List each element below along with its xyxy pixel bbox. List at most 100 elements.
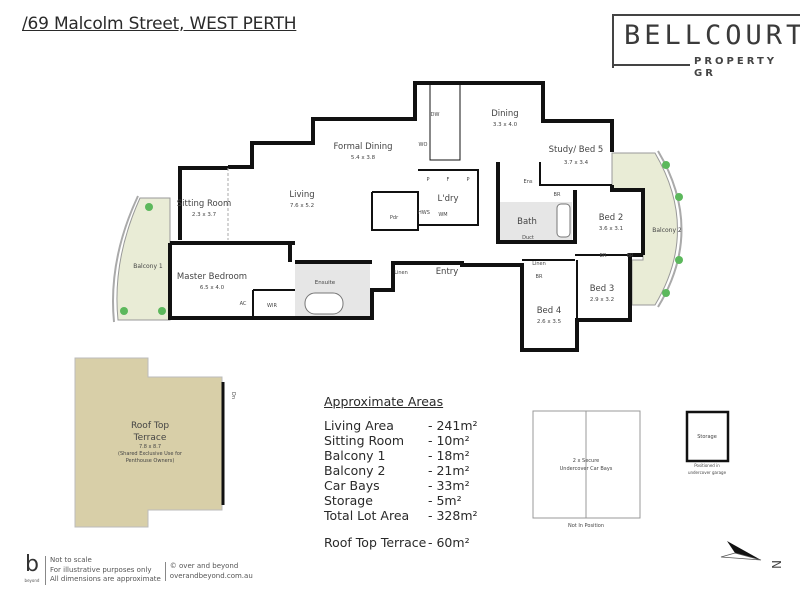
room-bed-3-dims: 2.9 x 3.2 (590, 297, 614, 303)
room-laundry: L'dry (438, 194, 459, 204)
area-row-roof: Roof Top Terrace- 60m² (324, 535, 478, 550)
area-row: Storage - 5m² (324, 493, 478, 508)
credits: © over and beyond overandbeyond.com.au (164, 562, 253, 581)
room-sitting-dims: 2.3 x 3.7 (192, 212, 217, 218)
label-br: BR (600, 253, 607, 259)
balcony-2-rail (657, 150, 683, 308)
storage-label: Storage (697, 434, 717, 440)
label-linen-2: Linen (532, 261, 546, 267)
area-label: Roof Top Terrace (324, 535, 427, 550)
area-value: - 5m² (428, 493, 462, 508)
label-wir: WIR (267, 303, 277, 309)
area-label: Total Lot Area (324, 508, 410, 523)
plant-icon (145, 203, 153, 211)
plant-icon (120, 307, 128, 315)
page-title: /69 Malcolm Street, WEST PERTH (22, 14, 297, 34)
beyond-logo: b beyond (22, 552, 42, 584)
area-row: Balcony 1 - 18m² (324, 448, 478, 463)
approximate-areas: Approximate Areas Living Area - 241m² Sit… (324, 394, 478, 550)
area-value: - 33m² (428, 478, 470, 493)
plant-icons (120, 161, 683, 315)
label-ac: AC (240, 301, 247, 307)
label-hws: HWS (418, 210, 430, 216)
logo-underline (612, 64, 690, 66)
room-bath: Bath (517, 217, 537, 227)
area-label: Storage (324, 493, 373, 508)
room-formal-dining-dims: 5.4 x 3.8 (351, 155, 376, 161)
plant-icon (662, 161, 670, 169)
storage-box (685, 410, 730, 463)
area-value: - 328m² (428, 508, 478, 523)
room-master-bedroom-dims: 6.5 x 4.0 (200, 285, 225, 291)
room-balcony-2: Balcony 2 (652, 227, 682, 234)
area-row: Living Area - 241m² (324, 418, 478, 433)
balcony-1-rail (112, 195, 139, 323)
beyond-logo-letter: b (25, 552, 39, 577)
area-label: Car Bays (324, 478, 380, 493)
north-arrow-icon (727, 541, 761, 560)
roof-terrace-area (74, 357, 223, 528)
plant-icon (675, 256, 683, 264)
roof-terrace-title-2: Terrace (133, 433, 167, 443)
label-linen: Linen (394, 270, 408, 276)
room-bed-3: Bed 3 (590, 284, 615, 294)
label-p: P (466, 177, 469, 183)
label-p: P (426, 177, 429, 183)
area-label: Living Area (324, 418, 394, 433)
area-value: - 10m² (428, 433, 470, 448)
room-study: Study/ Bed 5 (549, 145, 604, 155)
disclaimer-line: For illustrative purposes only (50, 565, 152, 574)
roof-terrace-dims: 7.8 x 8.7 (139, 444, 161, 450)
room-study-dims: 3.7 x 3.4 (564, 160, 589, 166)
room-dining-dims: 3.3 x 4.0 (493, 122, 518, 128)
room-dining: Dining (491, 109, 518, 119)
bathtub-icon (304, 292, 344, 315)
disclaimer-line: Not to scale (50, 556, 92, 564)
areas-title: Approximate Areas (324, 394, 444, 409)
roof-terrace-note-1: (Shared Exclusive Use for (118, 451, 183, 457)
area-value: - 18m² (428, 448, 470, 463)
area-row: Car Bays - 33m² (324, 478, 478, 493)
room-sitting: Sitting Room (177, 199, 231, 209)
room-master-bedroom: Master Bedroom (177, 272, 247, 282)
area-label: Balcony 1 (324, 448, 386, 463)
plant-icon (662, 289, 670, 297)
website-link[interactable]: overandbeyond.com.au (169, 571, 253, 580)
area-row: Balcony 2 - 21m² (324, 463, 478, 478)
room-bed-4: Bed 4 (537, 306, 562, 316)
room-entry: Entry (436, 267, 459, 277)
north-arrow-icon-tail (720, 552, 762, 561)
label-ens: Ens (524, 179, 533, 185)
footer: b beyond Not to scale For illustrative p… (22, 552, 253, 585)
storage-note-1: Positioned in (694, 463, 720, 468)
disclaimer-line: All dimensions are approximate (50, 575, 161, 583)
area-label: Balcony 2 (324, 463, 386, 478)
copyright: © over and beyond (169, 562, 239, 570)
plant-icon (675, 193, 683, 201)
bath-tub-icon (556, 203, 571, 238)
north-label: N (769, 560, 783, 569)
area-value: - 60m² (428, 535, 470, 550)
logo-frame (612, 14, 800, 68)
area-value: - 21m² (428, 463, 470, 478)
area-value: - 241m² (428, 418, 478, 433)
plant-icon (158, 307, 166, 315)
car-bays-line2: Undercover Car Bays (560, 466, 613, 472)
label-br: BR (554, 192, 561, 198)
room-bed-2-dims: 3.6 x 3.1 (599, 226, 623, 232)
roof-terrace-note-2: Penthouse Owners) (126, 458, 175, 464)
label-f: F (447, 177, 450, 183)
balcony-1-area (116, 197, 171, 321)
area-row: Sitting Room - 10m² (324, 433, 478, 448)
logo-name: BELLCOURT (624, 20, 800, 51)
area-row: Total Lot Area - 328m² (324, 508, 478, 523)
label-dw: DW (431, 112, 440, 118)
area-label: Sitting Room (324, 433, 405, 448)
room-bed-4-dims: 2.6 x 3.5 (537, 319, 562, 325)
room-bed-2: Bed 2 (599, 213, 624, 223)
car-bays-note: Not In Position (568, 523, 604, 529)
car-bays-line1: 2 x Secure (573, 458, 600, 464)
storage-note-2: undercover garage (688, 470, 727, 475)
label-wo: WO (419, 142, 428, 148)
